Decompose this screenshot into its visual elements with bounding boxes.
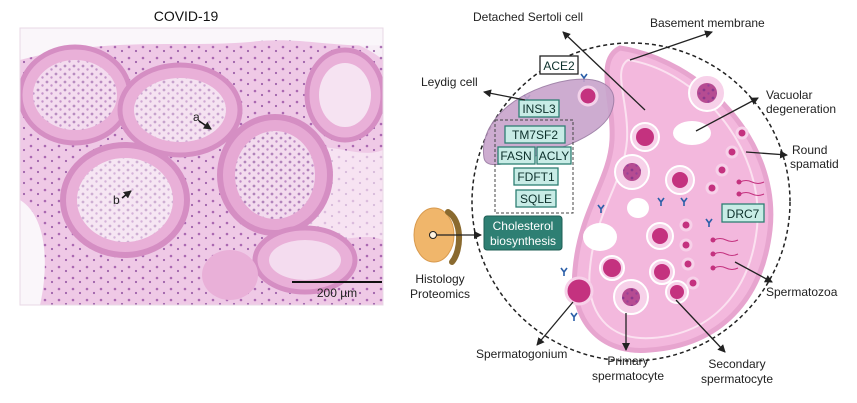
germ-cells bbox=[523, 73, 765, 321]
label-vacuolar-2: degeneration bbox=[766, 102, 836, 116]
ace2-box: ACE2 bbox=[539, 55, 579, 75]
cholesterol-biosynthesis-box: Cholesterol biosynthesis bbox=[483, 215, 563, 251]
pathway-line2: biosynthesis bbox=[490, 234, 556, 248]
label-spermatogonium: Spermatogonium bbox=[476, 347, 567, 361]
sqle-label: SQLE bbox=[520, 192, 552, 206]
marker-a: a bbox=[193, 110, 200, 124]
acly-label: ACLY bbox=[539, 149, 569, 163]
label-primary-1: Primary bbox=[607, 354, 648, 368]
panel-title: COVID-19 bbox=[154, 8, 219, 24]
pathway-line1: Cholesterol bbox=[493, 219, 554, 233]
marker-a-arrow bbox=[198, 120, 212, 130]
sqle-box: SQLE bbox=[515, 189, 557, 208]
spermatogonium-cell bbox=[564, 276, 594, 306]
fasn-label: FASN bbox=[500, 149, 531, 163]
label-detached-sertoli: Detached Sertoli cell bbox=[473, 10, 583, 24]
scale-bar-label: 200 µm bbox=[317, 286, 357, 300]
micrograph-frame bbox=[19, 27, 384, 306]
label-round-2: spamatid bbox=[790, 157, 839, 171]
label-primary-2: spermatocyte bbox=[592, 369, 664, 383]
label-basement-membrane: Basement membrane bbox=[650, 16, 765, 30]
testis-icon bbox=[413, 207, 482, 265]
histology-micrograph bbox=[20, 28, 383, 305]
fdft1-label: FDFT1 bbox=[517, 170, 555, 184]
label-spermatozoa: Spermatozoa bbox=[766, 285, 838, 299]
fdft1-box: FDFT1 bbox=[513, 167, 559, 186]
marker-b: b bbox=[113, 193, 120, 207]
drc7-box: DRC7 bbox=[721, 203, 765, 223]
schematic: ACE2 INSL3 TM7SF2 FASN ACLY FDFT1 SQLE bbox=[410, 10, 839, 386]
marker-b-arrow bbox=[121, 190, 132, 199]
tm7sf2-box: TM7SF2 bbox=[504, 125, 566, 144]
ace2-label: ACE2 bbox=[543, 59, 575, 73]
label-proteomics: Proteomics bbox=[410, 287, 470, 301]
drc7-label: DRC7 bbox=[727, 207, 760, 221]
tm7sf2-label: TM7SF2 bbox=[512, 128, 558, 142]
label-histology: Histology bbox=[415, 272, 464, 286]
label-secondary-2: spermatocyte bbox=[701, 372, 773, 386]
spermatozoa-cells bbox=[710, 179, 765, 271]
label-vacuolar-1: Vacuolar bbox=[766, 88, 812, 102]
label-arrows bbox=[483, 30, 788, 353]
label-round-1: Round bbox=[792, 143, 827, 157]
label-leydig-cell: Leydig cell bbox=[421, 75, 478, 89]
insl3-box: INSL3 bbox=[518, 99, 560, 118]
protein-group-outline bbox=[494, 119, 574, 214]
insl3-label: INSL3 bbox=[522, 102, 556, 116]
section-outline bbox=[471, 42, 791, 362]
fasn-box: FASN bbox=[497, 146, 536, 165]
label-secondary-1: Secondary bbox=[708, 357, 765, 371]
acly-box: ACLY bbox=[536, 146, 572, 165]
